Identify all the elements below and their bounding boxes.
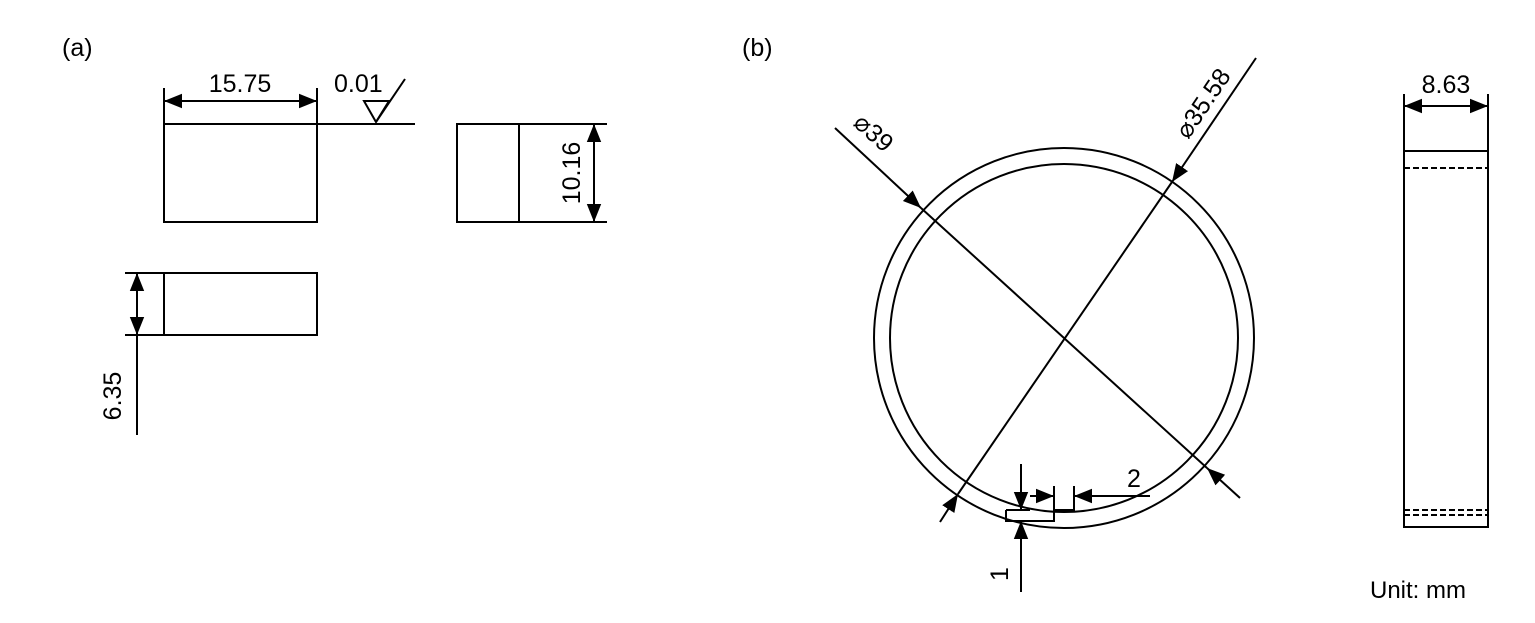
ring-side-view <box>1403 150 1489 528</box>
block-front-view <box>163 123 318 223</box>
block-side-view <box>456 123 520 223</box>
dimension-slot-depth: 1 <box>986 464 1030 592</box>
dimension-width: 15.75 <box>163 70 318 124</box>
dimension-height: 10.16 <box>519 123 607 223</box>
dimension-slot-depth-label: 1 <box>986 567 1014 581</box>
dimension-height-label: 10.16 <box>558 142 586 205</box>
ring-slot <box>1005 509 1075 522</box>
dimension-ring-width: 8.63 <box>1403 71 1489 151</box>
panel-b-label: (b) <box>742 34 773 62</box>
panel-a-label: (a) <box>62 34 93 62</box>
block-top-view <box>163 272 318 336</box>
roughness-value: 0.01 <box>334 70 383 98</box>
dimension-inner-diameter-label: ⌀35.58 <box>1170 64 1237 144</box>
dimension-thickness-label: 6.35 <box>99 372 127 421</box>
dimension-slot-width: 2 <box>1030 465 1150 510</box>
dimension-ring-width-label: 8.63 <box>1422 71 1471 99</box>
dimension-slot-width-label: 2 <box>1127 465 1141 493</box>
dimension-inner-diameter: ⌀35.58 <box>939 57 1257 523</box>
unit-note: Unit: mm <box>1370 577 1466 604</box>
roughness-symbol: 0.01 <box>317 70 415 125</box>
dimension-width-label: 15.75 <box>209 70 272 98</box>
ring-outer-circle <box>873 147 1255 529</box>
dimension-outer-diameter-label: ⌀39 <box>848 108 899 157</box>
ring-inner-circle <box>889 163 1239 513</box>
dimension-thickness: 6.35 <box>99 272 164 435</box>
